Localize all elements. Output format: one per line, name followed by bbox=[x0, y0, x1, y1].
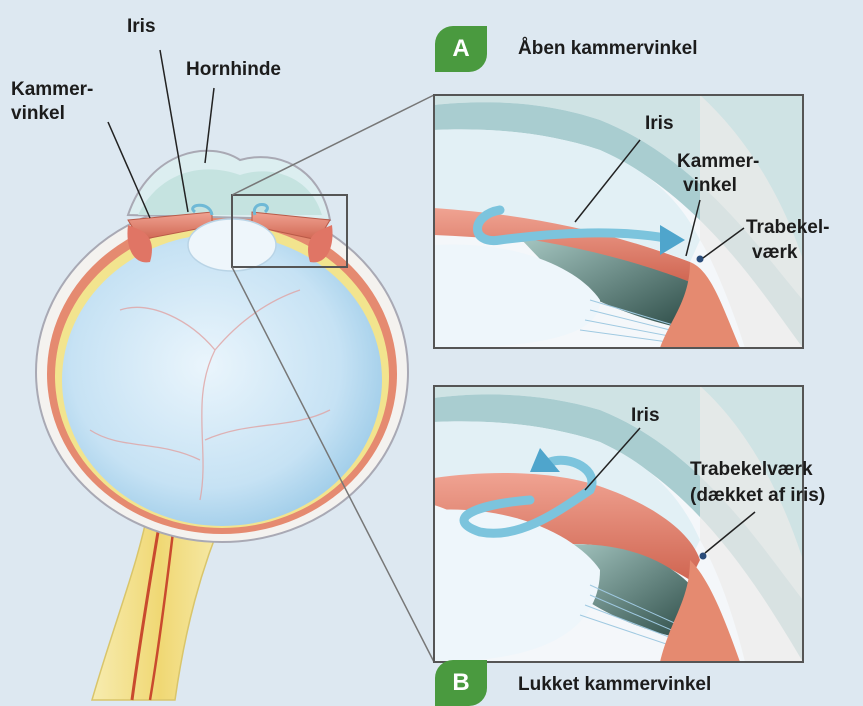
eyeball bbox=[36, 151, 408, 700]
label-chamber-angle-a-1: Kammer- bbox=[677, 150, 759, 173]
label-iris-b: Iris bbox=[631, 404, 660, 427]
panel-a-title: Åben kammervinkel bbox=[518, 38, 698, 60]
label-trabecular-a-1: Trabekel- bbox=[746, 216, 829, 239]
panel-b-illustration bbox=[434, 386, 803, 662]
label-chamber-angle-a-2: vinkel bbox=[683, 174, 737, 197]
panel-b-title: Lukket kammervinkel bbox=[518, 674, 711, 696]
badge-b: B bbox=[435, 660, 487, 706]
label-chamber-angle-main-1: Kammer- bbox=[11, 78, 93, 101]
label-chamber-angle-main-2: vinkel bbox=[11, 102, 65, 125]
vitreous-body bbox=[62, 234, 382, 526]
label-cornea: Hornhinde bbox=[186, 58, 281, 81]
label-trabecular-b-1: Trabekelværk bbox=[690, 458, 813, 481]
label-iris-a: Iris bbox=[645, 112, 674, 135]
label-iris-main: Iris bbox=[127, 15, 156, 38]
label-trabecular-b-2: (dækket af iris) bbox=[690, 484, 825, 507]
label-trabecular-a-2: værk bbox=[752, 241, 797, 264]
badge-a: A bbox=[435, 26, 487, 72]
